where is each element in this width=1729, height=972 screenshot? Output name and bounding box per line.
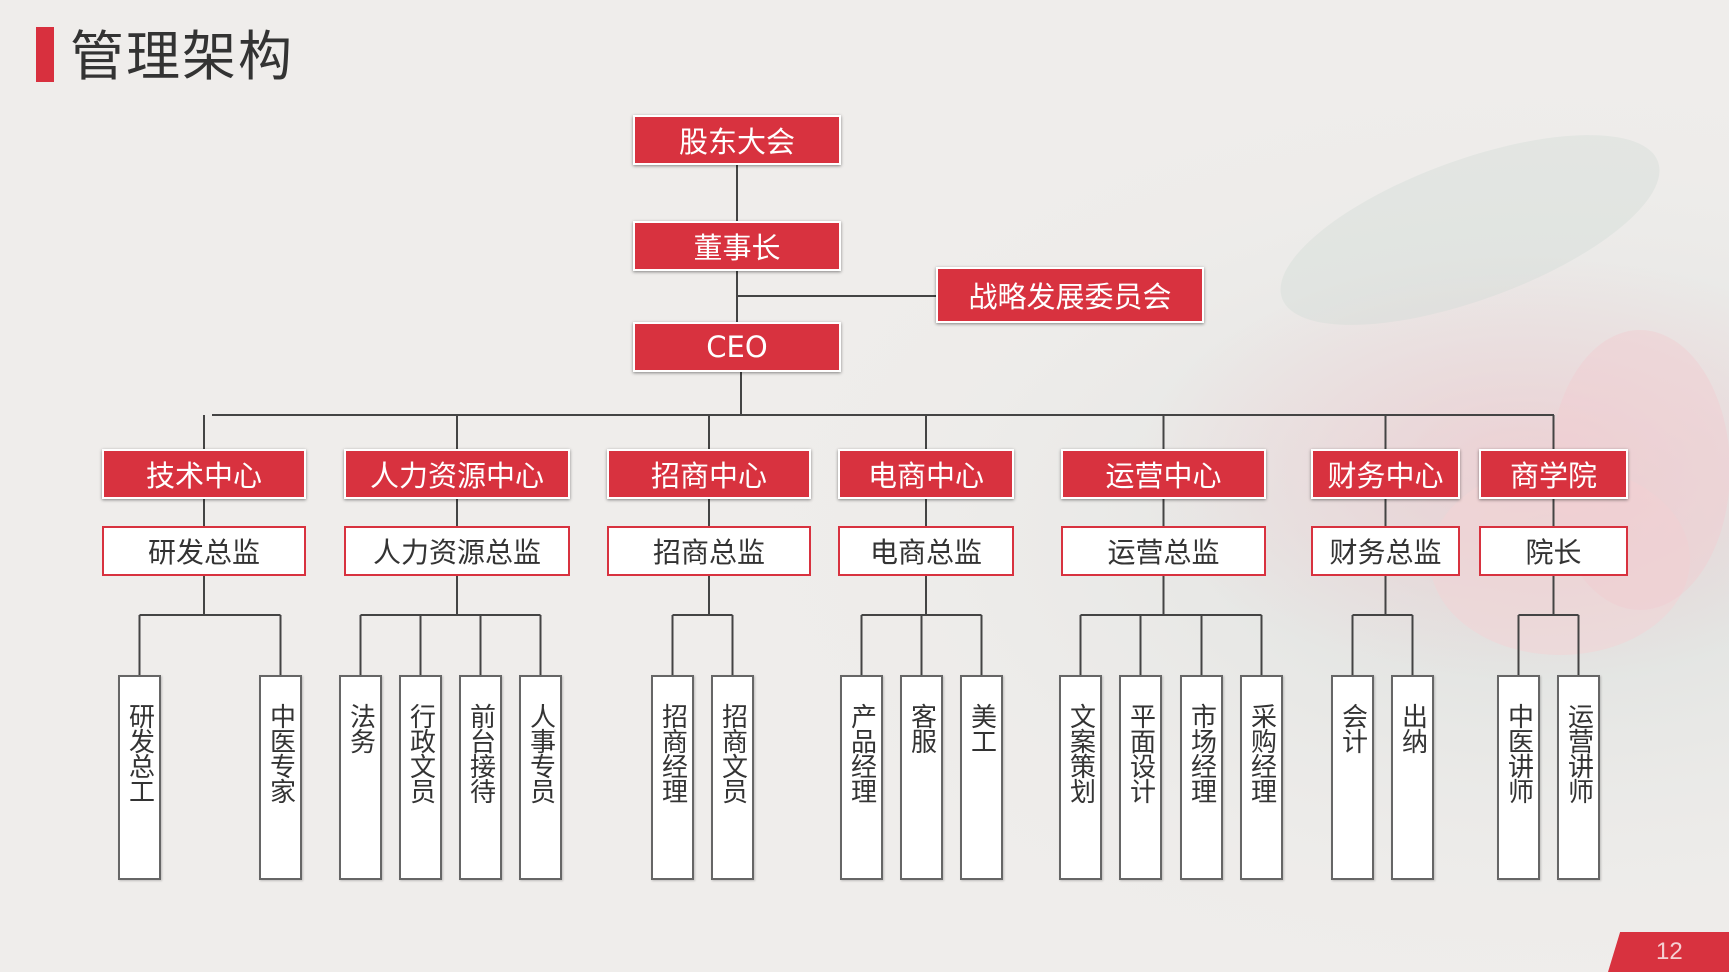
role-label: 研发总工 (124, 703, 155, 803)
node-role: 中医讲师 (1497, 675, 1540, 880)
page-title: 管理架构 (70, 25, 294, 88)
node-head-2: 招商总监 (607, 526, 811, 576)
node-role: 招商经理 (651, 675, 694, 880)
role-label: 市场经理 (1186, 703, 1217, 803)
node-ceo: CEO (633, 322, 841, 372)
node-role: 市场经理 (1180, 675, 1223, 880)
role-label: 出纳 (1397, 703, 1428, 753)
node-center-4: 运营中心 (1061, 449, 1266, 499)
node-role: 人事专员 (519, 675, 562, 880)
node-head-3: 电商总监 (838, 526, 1014, 576)
node-role: 法务 (339, 675, 382, 880)
node-role: 产品经理 (840, 675, 883, 880)
role-label: 招商经理 (657, 703, 688, 803)
role-label: 法务 (345, 703, 376, 753)
node-head-6: 院长 (1479, 526, 1628, 576)
role-label: 平面设计 (1125, 703, 1156, 803)
node-role: 文案策划 (1059, 675, 1102, 880)
node-role: 研发总工 (118, 675, 161, 880)
node-role: 前台接待 (459, 675, 502, 880)
node-role: 采购经理 (1240, 675, 1283, 880)
node-role: 运营讲师 (1557, 675, 1600, 880)
node-role: 招商文员 (711, 675, 754, 880)
lotus-leaf-shape (1280, 135, 1660, 325)
node-role: 平面设计 (1119, 675, 1162, 880)
node-board-chairman: 董事长 (633, 221, 841, 271)
node-center-6: 商学院 (1479, 449, 1628, 499)
role-label: 产品经理 (846, 703, 877, 803)
role-label: 会计 (1337, 703, 1368, 753)
node-center-3: 电商中心 (838, 449, 1014, 499)
role-label: 行政文员 (405, 703, 436, 803)
role-label: 运营讲师 (1563, 703, 1594, 803)
role-label: 招商文员 (717, 703, 748, 803)
node-head-0: 研发总监 (102, 526, 306, 576)
node-head-5: 财务总监 (1311, 526, 1460, 576)
role-label: 前台接待 (465, 703, 496, 803)
node-role: 美工 (960, 675, 1003, 880)
node-role: 出纳 (1391, 675, 1434, 880)
page-number-badge: 12 (1608, 932, 1729, 972)
node-head-4: 运营总监 (1061, 526, 1266, 576)
role-label: 人事专员 (525, 703, 556, 803)
title-accent-bar (36, 27, 54, 82)
role-label: 美工 (966, 703, 997, 753)
node-center-0: 技术中心 (102, 449, 306, 499)
node-center-5: 财务中心 (1311, 449, 1460, 499)
node-role: 客服 (900, 675, 943, 880)
node-center-1: 人力资源中心 (344, 449, 570, 499)
node-shareholders: 股东大会 (633, 115, 841, 165)
node-role: 行政文员 (399, 675, 442, 880)
page-number: 12 (1656, 938, 1683, 965)
role-label: 采购经理 (1246, 703, 1277, 803)
role-label: 中医讲师 (1503, 703, 1534, 803)
role-label: 文案策划 (1065, 703, 1096, 803)
node-head-1: 人力资源总监 (344, 526, 570, 576)
role-label: 客服 (906, 703, 937, 753)
node-center-2: 招商中心 (607, 449, 811, 499)
node-role: 中医专家 (259, 675, 302, 880)
node-strategy-committee: 战略发展委员会 (936, 267, 1204, 323)
node-role: 会计 (1331, 675, 1374, 880)
role-label: 中医专家 (265, 703, 296, 803)
